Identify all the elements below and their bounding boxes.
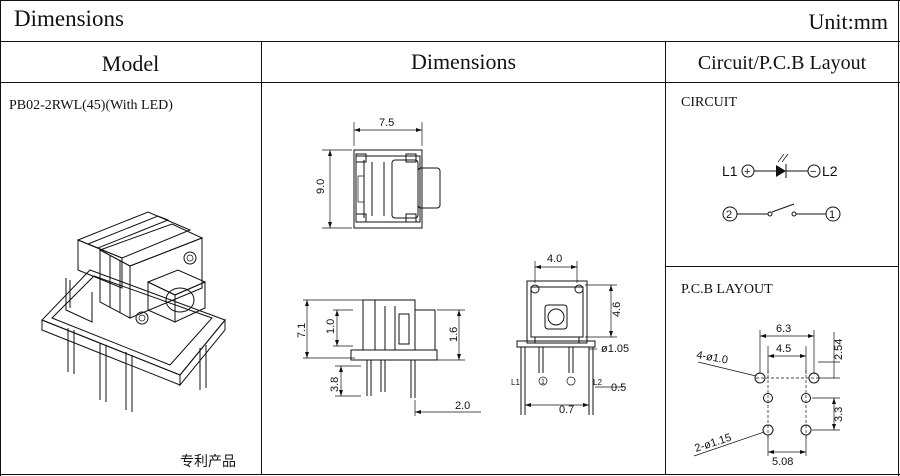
pcb-hole-a-label: 4-ø1.0 xyxy=(695,349,728,366)
side-view-drawing: 7.1 1.0 1.6 3.8 xyxy=(296,299,481,416)
top-view-drawing: 7.5 9.0 xyxy=(315,117,441,229)
circuit-pcb-divider xyxy=(665,266,899,267)
model-column-divider xyxy=(261,41,262,475)
frame-left xyxy=(0,0,1,476)
led-minus-sign: − xyxy=(810,166,816,178)
top-height-label: 9.0 xyxy=(315,179,327,194)
side-upper-label: 1.0 xyxy=(325,319,337,334)
column-layout: Circuit/P.C.B Layout xyxy=(697,52,867,74)
frame-top xyxy=(0,0,900,1)
led-right-label: L2 xyxy=(822,163,838,179)
pcb-layout-drawing: 6.3 4.5 2.54 3.3 5.08 4-ø xyxy=(693,323,845,468)
patent-label: 专利产品 xyxy=(180,453,236,469)
side-offset-label: 2.0 xyxy=(455,400,470,412)
top-width-label: 7.5 xyxy=(379,117,394,129)
switch-isometric-drawing xyxy=(41,211,226,412)
pcb-hole-b-label: 2-ø1.15 xyxy=(693,432,733,455)
frame-bottom xyxy=(0,474,900,475)
front-pin-label: ø1.05 xyxy=(601,343,629,355)
pcb-45-label: 4.5 xyxy=(776,343,791,355)
pcb-254-label: 2.54 xyxy=(833,339,845,360)
column-dimensions: Dimensions xyxy=(410,49,517,74)
front-l1-label: L1 xyxy=(511,378,520,387)
side-right-label: 1.6 xyxy=(448,327,460,342)
switch-left-label: 2 xyxy=(726,209,732,221)
circuit-diagram: L1 + − L2 2 1 xyxy=(722,153,841,222)
header-divider xyxy=(0,41,900,42)
switch-right-label: 1 xyxy=(829,209,835,221)
pcb-33-label: 3.3 xyxy=(833,407,845,422)
side-total-label: 7.1 xyxy=(296,323,308,338)
frame-right xyxy=(898,0,899,476)
front-l2-label: L2 xyxy=(593,378,602,387)
led-left-label: L1 xyxy=(722,163,738,179)
led-plus-sign: + xyxy=(744,166,750,178)
pcb-508-label: 5.08 xyxy=(772,456,793,468)
pcb-63-label: 6.3 xyxy=(776,323,791,335)
front-width-label: 4.0 xyxy=(547,253,562,265)
layout-column-divider xyxy=(665,41,666,475)
side-lead-label: 3.8 xyxy=(329,377,341,392)
pcb-heading: P.C.B LAYOUT xyxy=(681,282,773,297)
unit-label: Unit:mm xyxy=(808,9,888,34)
column-header-divider xyxy=(0,82,900,83)
front-pitch-b-label: 0.7 xyxy=(559,404,574,416)
column-model: Model xyxy=(101,51,160,76)
circuit-heading: CIRCUIT xyxy=(681,95,737,110)
front-view-drawing: 4.0 4.6 L1 1 L2 ø1.05 0.5 xyxy=(511,253,629,416)
model-name: PB02-2RWL(45)(With LED) xyxy=(9,98,173,113)
sheet-title: Dimensions xyxy=(14,6,124,31)
front-height-label: 4.6 xyxy=(611,302,623,317)
front-pitch-a-label: 0.5 xyxy=(611,382,626,394)
front-n1-label: 1 xyxy=(541,379,545,386)
